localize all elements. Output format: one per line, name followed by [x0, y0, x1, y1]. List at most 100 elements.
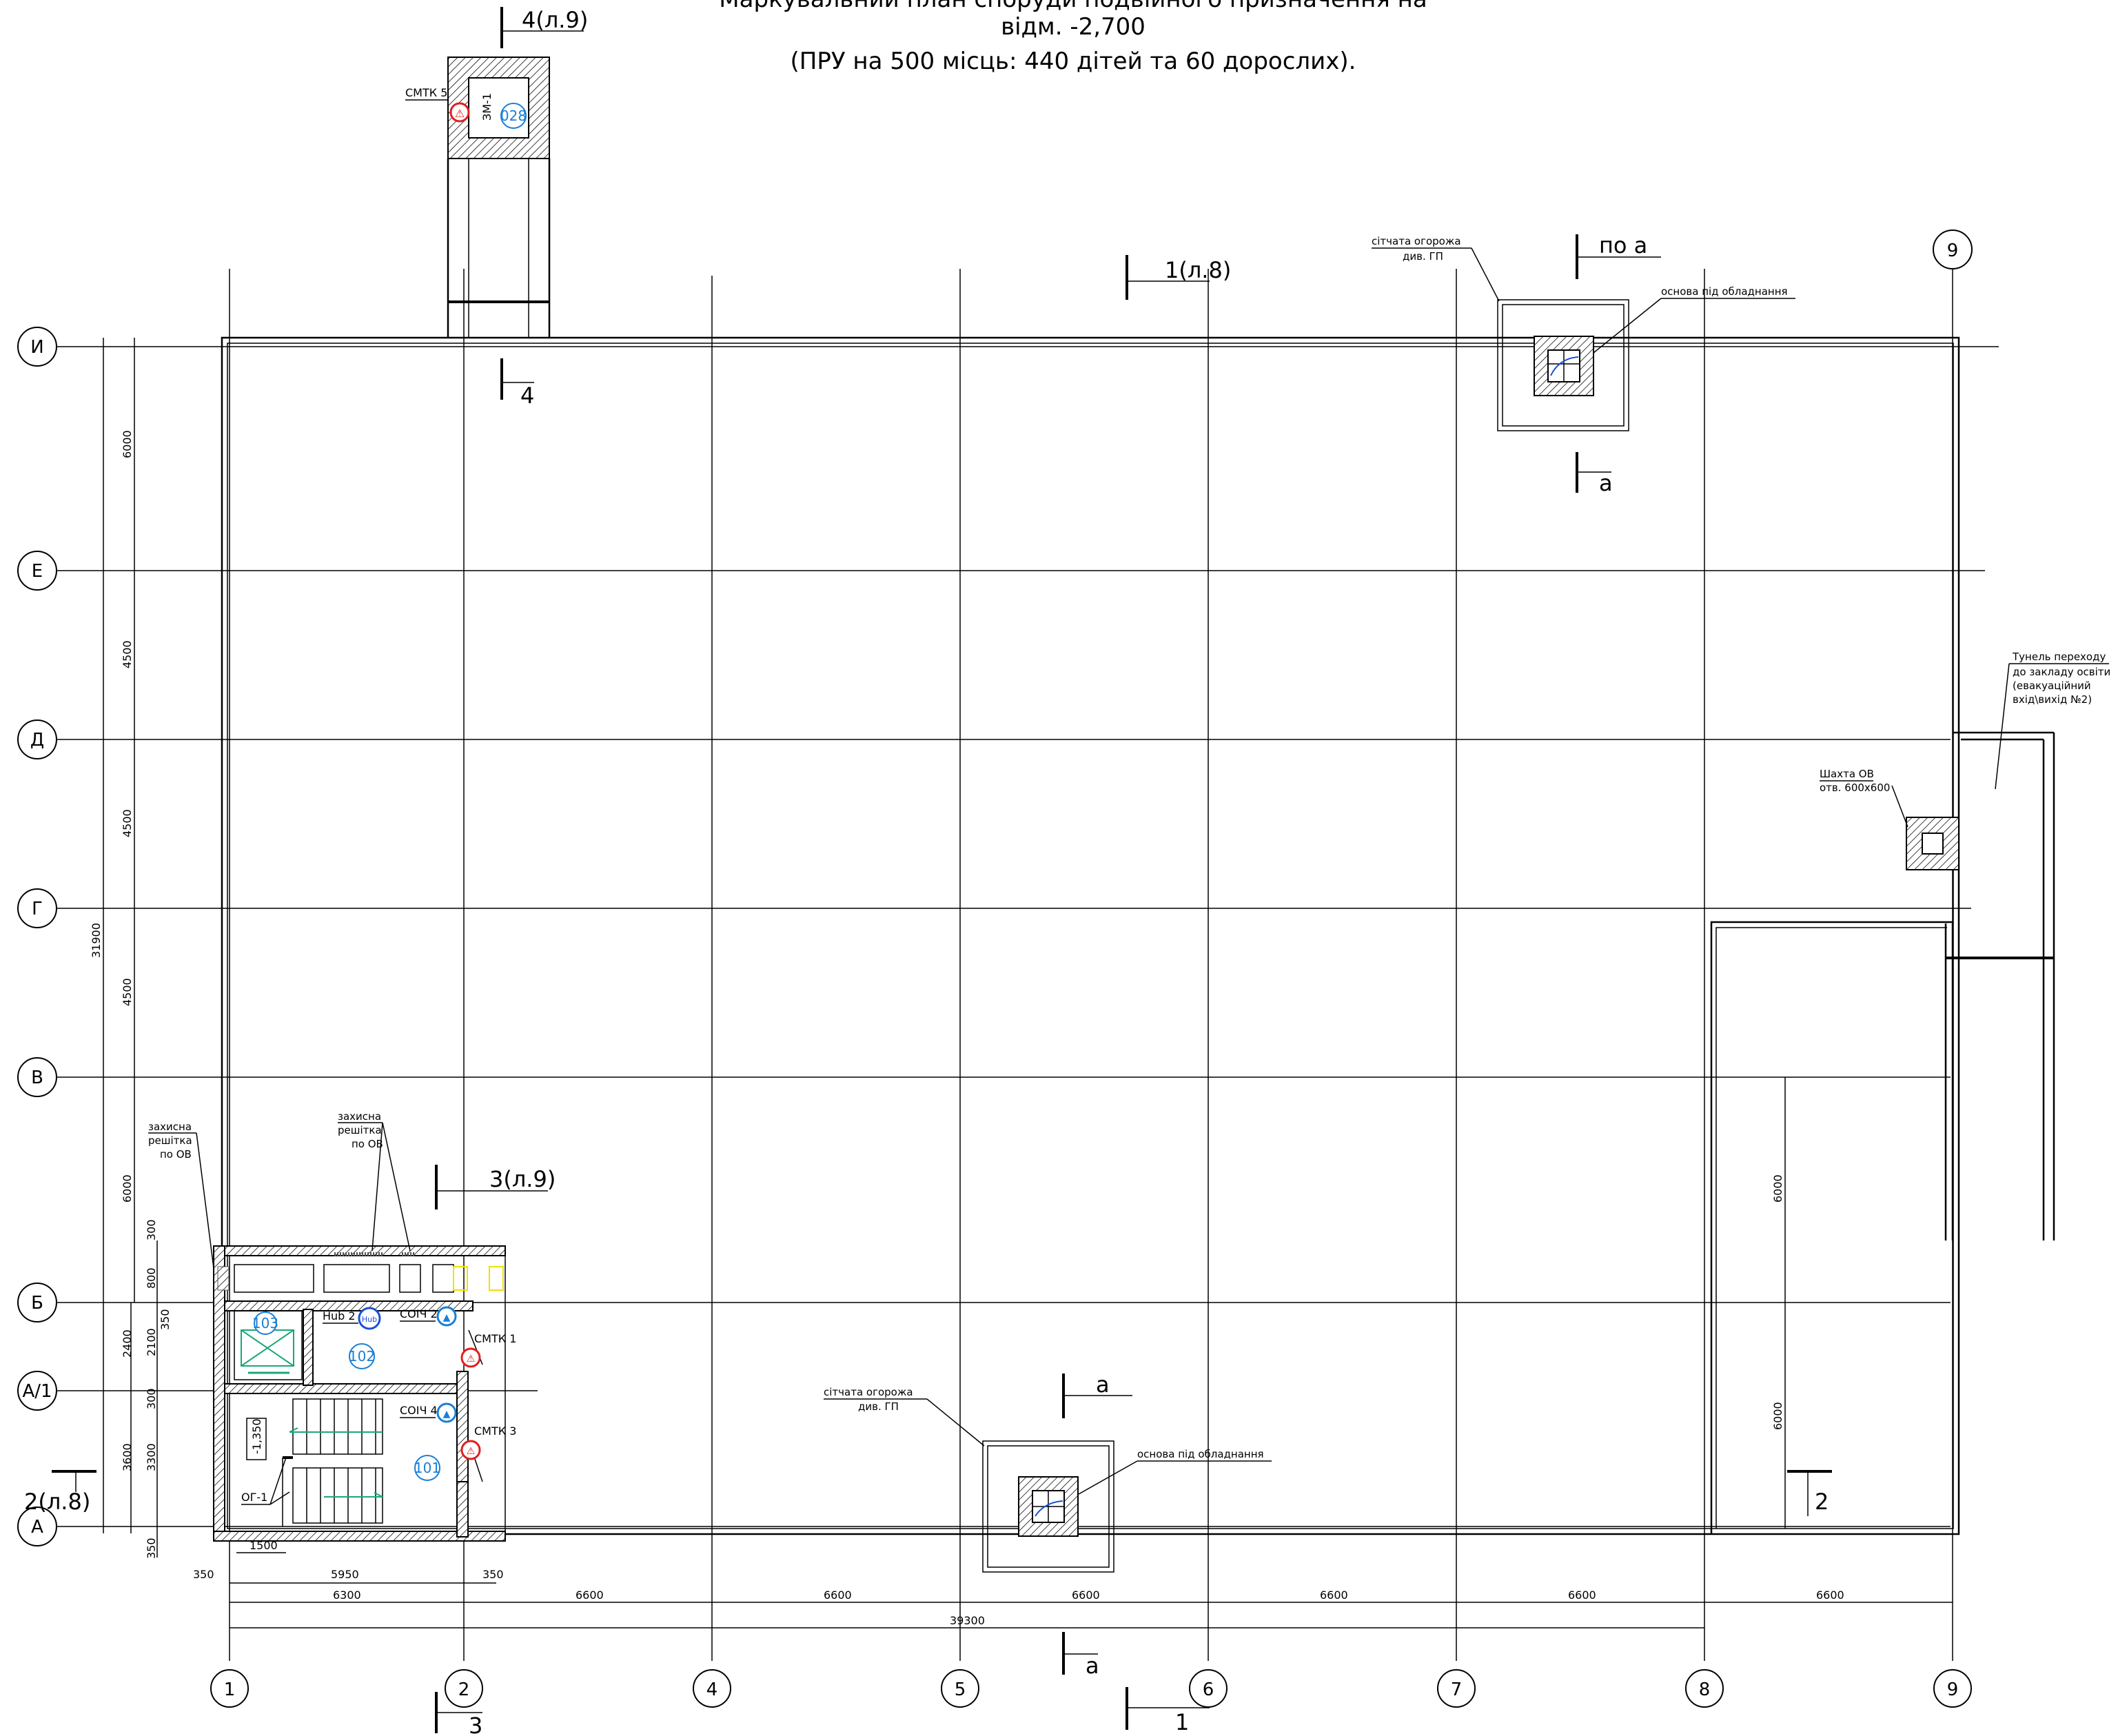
- hub-icon: [358, 1307, 381, 1330]
- axis-marker-left-3: Г: [17, 888, 57, 928]
- svg-text:2400: 2400: [121, 1329, 134, 1358]
- sensor-icon: [436, 1402, 457, 1423]
- svg-text:4500: 4500: [121, 640, 134, 668]
- soich4-label: СОІЧ 4: [400, 1404, 438, 1417]
- dimensions-left: 6000 4500 4500 4500 6000 300 800 2400 21…: [90, 338, 172, 1559]
- axis-marker-left-5: Б: [17, 1283, 57, 1323]
- svg-text:сітчата огорожа: сітчата огорожа: [1372, 235, 1461, 247]
- room-102: 102: [349, 1348, 375, 1365]
- grille-mid-3: по ОВ: [352, 1138, 383, 1150]
- svg-text:6600: 6600: [1816, 1589, 1844, 1602]
- svg-text:6600: 6600: [1568, 1589, 1596, 1602]
- section-3-top: 3(л.9): [489, 1166, 556, 1192]
- svg-text:Е: Е: [32, 561, 43, 582]
- svg-text:6000: 6000: [121, 1174, 134, 1203]
- note-fence-top: сітчата огорожа див. ГП основа під облад…: [1372, 235, 1795, 354]
- grille-left-3: по ОВ: [160, 1148, 192, 1161]
- svg-text:основа під обладнання: основа під обладнання: [1661, 285, 1788, 298]
- svg-text:Тунель переходу: Тунель переходу: [2012, 651, 2106, 663]
- room-103: 103: [252, 1315, 278, 1331]
- svg-text:6300: 6300: [333, 1589, 361, 1602]
- title-line-1: Маркувальний план споруди подвійного при…: [719, 0, 1427, 13]
- svg-text:6600: 6600: [576, 1589, 604, 1602]
- svg-text:5950: 5950: [331, 1568, 359, 1581]
- svg-text:6600: 6600: [824, 1589, 852, 1602]
- room-103-marker: [254, 1311, 277, 1335]
- svg-text:4500: 4500: [121, 978, 134, 1006]
- svg-text:⚠: ⚠: [467, 1446, 476, 1457]
- soich2-label: СОІЧ 2: [400, 1307, 438, 1320]
- svg-text:300: 300: [145, 1219, 158, 1240]
- zm1-label: ЗМ-1: [480, 93, 493, 121]
- level-mark: -1,350: [250, 1418, 263, 1454]
- axis-marker-left-7: А: [17, 1507, 57, 1546]
- note-fence-bottom: сітчата огорожа див. ГП основа під облад…: [824, 1386, 1272, 1495]
- axis-marker-2: 2: [445, 1669, 483, 1708]
- title-line-2: відм. -2,700: [1001, 13, 1145, 41]
- room-101-marker: [414, 1455, 440, 1481]
- dimensions-right: 6000 6000: [1771, 1077, 1786, 1529]
- section-1-bottom: 1: [1175, 1709, 1189, 1735]
- section-a-mid: а: [1599, 470, 1613, 496]
- section-2-right: 2: [1815, 1489, 1829, 1515]
- shelter-block: -1,350 ОГ-1 103 102 101 Hub 2 Hub СОІЧ 2…: [148, 1110, 516, 1542]
- room-028: 028: [500, 108, 527, 124]
- section-a-low-top: а: [1096, 1371, 1110, 1398]
- svg-text:⚠: ⚠: [467, 1354, 476, 1365]
- svg-text:2100: 2100: [145, 1328, 158, 1356]
- svg-text:▲: ▲: [443, 1409, 451, 1420]
- svg-text:9: 9: [1947, 1679, 1959, 1700]
- svg-text:6000: 6000: [1771, 1402, 1784, 1430]
- axis-marker-left-0: И: [17, 327, 57, 367]
- room-101: 101: [414, 1460, 440, 1476]
- section-a-top: по а: [1599, 232, 1647, 258]
- hub2-label: Hub 2: [323, 1309, 356, 1323]
- svg-text:31900: 31900: [90, 923, 103, 958]
- svg-text:⚠: ⚠: [455, 107, 465, 120]
- axis-marker-7: 7: [1437, 1669, 1476, 1708]
- svg-text:350: 350: [145, 1538, 158, 1559]
- svg-text:6: 6: [1203, 1679, 1214, 1700]
- svg-text:В: В: [31, 1068, 43, 1088]
- svg-text:1: 1: [224, 1679, 236, 1700]
- shaft-label-1: Шахта ОВ: [1820, 768, 1874, 780]
- grille-mid-1: захисна: [338, 1110, 381, 1123]
- section-a-low-bottom: а: [1086, 1653, 1099, 1679]
- axis-marker-8: 8: [1685, 1669, 1724, 1708]
- axis-marker-5: 5: [941, 1669, 979, 1708]
- plan-title: Маркувальний план споруди подвійного при…: [719, 0, 1427, 75]
- alarm-icon: [460, 1440, 481, 1460]
- grille-left-1: захисна: [148, 1121, 192, 1133]
- shaft-label-2: отв. 600х600: [1820, 782, 1890, 794]
- svg-text:2: 2: [458, 1679, 470, 1700]
- section-3-bottom: 3: [469, 1713, 482, 1736]
- svg-text:350: 350: [193, 1568, 214, 1581]
- svg-text:4500: 4500: [121, 809, 134, 837]
- svg-text:див. ГП: див. ГП: [858, 1400, 899, 1413]
- svg-text:А: А: [31, 1517, 43, 1538]
- grille-left-2: решітка: [148, 1134, 192, 1147]
- alarm-icon: [460, 1347, 481, 1368]
- svg-text:6600: 6600: [1072, 1589, 1100, 1602]
- section-1-top: 1(л.8): [1165, 257, 1231, 283]
- og-label: ОГ-1: [241, 1491, 267, 1504]
- axis-markers-bottom: 1 2 4 5 6 7 8 9: [210, 1669, 1972, 1708]
- section-4-bottom: 4: [520, 382, 534, 409]
- svg-text:300: 300: [145, 1388, 158, 1409]
- grille-mid-2: решітка: [338, 1124, 382, 1136]
- svg-text:4: 4: [706, 1679, 718, 1700]
- svg-text:сітчата огорожа: сітчата огорожа: [824, 1386, 913, 1398]
- building-outline: [221, 336, 1960, 1535]
- smtk3-label: СМТК 3: [474, 1424, 516, 1438]
- note-tunnel: Тунель переходу до закладу освіти (еваку…: [1995, 651, 2110, 790]
- svg-text:350: 350: [159, 1309, 172, 1330]
- svg-text:▲: ▲: [443, 1312, 451, 1323]
- svg-text:1500: 1500: [250, 1539, 278, 1552]
- svg-text:6000: 6000: [121, 430, 134, 458]
- alarm-icon: [449, 102, 470, 123]
- axis-marker-4: 4: [693, 1669, 731, 1708]
- staircase: [282, 1398, 383, 1526]
- axis-marker-9-top: 9: [1933, 229, 1973, 269]
